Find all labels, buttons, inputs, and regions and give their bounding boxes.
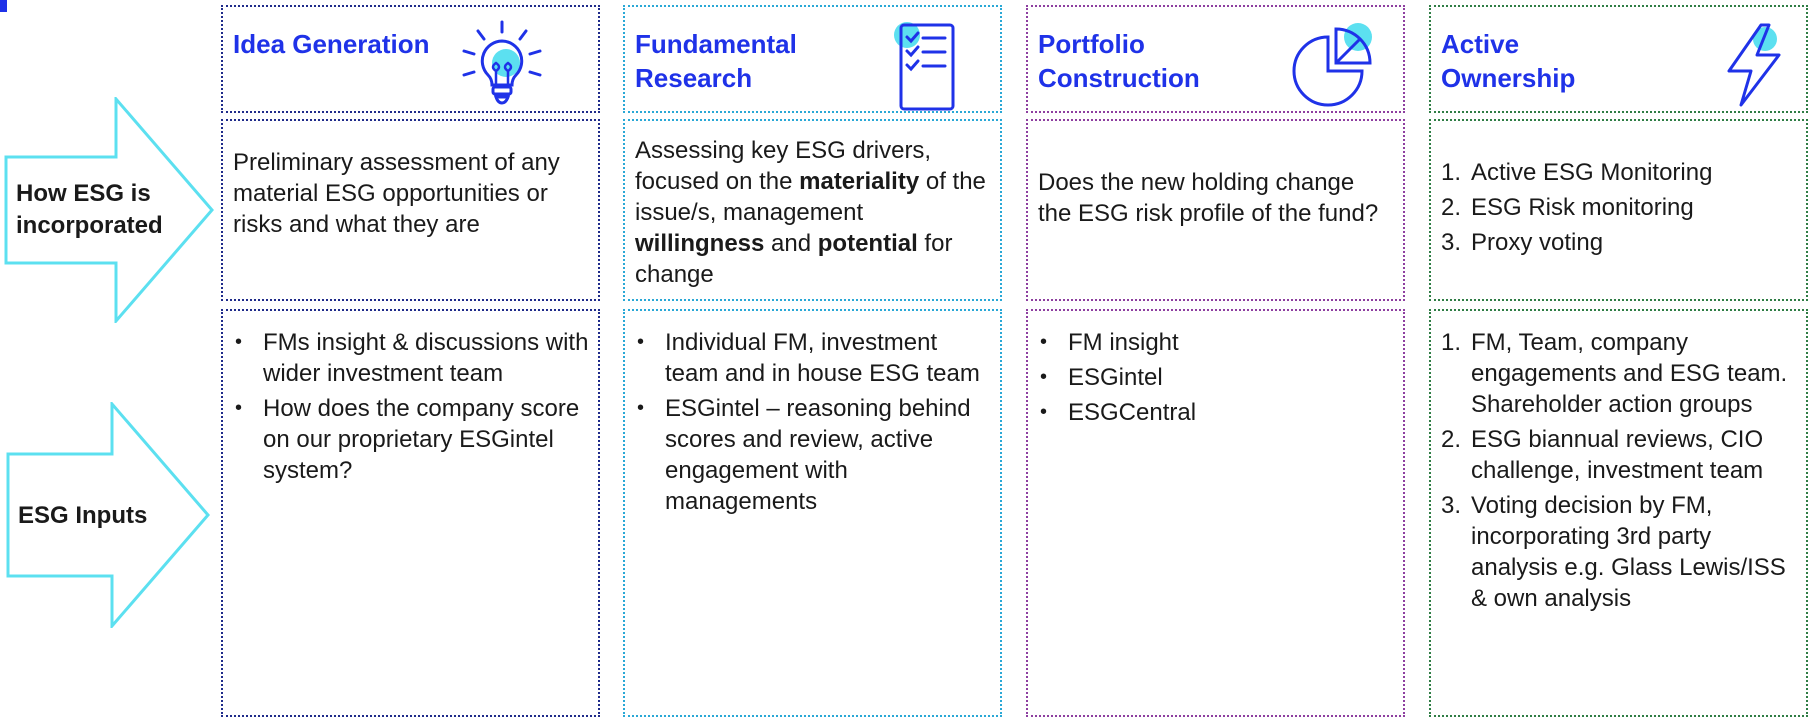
emphasis-potential: potential: [817, 230, 918, 257]
idea-generation-inputs-cell: •FMs insight & discussions with wider in…: [221, 309, 600, 717]
active-ownership-inputs-cell: 1.FM, Team, company engagements and ESG …: [1429, 309, 1808, 717]
list-item: 2.ESG Risk monitoring: [1441, 194, 1694, 221]
how-esg-label: How ESG is incorporated: [16, 180, 163, 239]
list-item: 3.Voting decision by FM, incorporating 3…: [1441, 492, 1786, 612]
list-item: 3.Proxy voting: [1441, 229, 1604, 256]
how-list: 1.Active ESG Monitoring 2.ESG Risk monit…: [1431, 157, 1800, 262]
list-item: •FMs insight & discussions with wider in…: [235, 329, 589, 387]
list-item: •ESGCentral: [1040, 399, 1197, 426]
pie-chart-icon: [1292, 23, 1372, 107]
list-item: 2.ESG biannual reviews, CIO challenge, i…: [1441, 426, 1764, 484]
emphasis-willingness: willingness: [635, 230, 765, 257]
emphasis-materiality: materiality: [799, 168, 920, 195]
lightning-icon: [1727, 23, 1781, 107]
fundamental-research-how-cell: Assessing key ESG drivers, focused on th…: [623, 119, 1002, 301]
how-text: Preliminary assessment of any material E…: [233, 149, 560, 238]
how-text: Does the new holding change the ESG risk…: [1038, 169, 1379, 227]
portfolio-construction-how-cell: Does the new holding change the ESG risk…: [1026, 119, 1405, 301]
inputs-list: •FM insight •ESGintel •ESGCentral: [1028, 327, 1397, 432]
stage-title: Fundamental Research: [635, 29, 797, 93]
list-item: •How does the company score on our propr…: [235, 395, 580, 484]
inputs-list: •Individual FM, investment team and in h…: [625, 327, 994, 521]
list-item: 1.FM, Team, company engagements and ESG …: [1441, 329, 1788, 418]
idea-generation-how-cell: Preliminary assessment of any material E…: [221, 119, 600, 301]
list-item: •ESGintel: [1040, 364, 1163, 391]
list-item: •ESGintel – reasoning behind scores and …: [637, 395, 971, 515]
idea-generation-header: Idea Generation: [221, 5, 600, 113]
active-ownership-header: Active Ownership: [1429, 5, 1808, 113]
how-esg-arrow: [4, 97, 214, 323]
stage-title: Active Ownership: [1441, 29, 1576, 93]
portfolio-construction-header: Portfolio Construction: [1026, 5, 1405, 113]
list-item: •FM insight: [1040, 329, 1179, 356]
fundamental-research-header: Fundamental Research: [623, 5, 1002, 113]
corner-accent: [0, 0, 7, 12]
fundamental-research-inputs-cell: •Individual FM, investment team and in h…: [623, 309, 1002, 717]
lightbulb-icon: [462, 20, 542, 105]
active-ownership-how-cell: 1.Active ESG Monitoring 2.ESG Risk monit…: [1429, 119, 1808, 301]
esg-inputs-arrow: [6, 402, 210, 628]
list-item: •Individual FM, investment team and in h…: [637, 329, 980, 387]
list-item: 1.Active ESG Monitoring: [1441, 159, 1713, 186]
portfolio-construction-inputs-cell: •FM insight •ESGintel •ESGCentral: [1026, 309, 1405, 717]
stage-title: Idea Generation: [233, 29, 430, 59]
inputs-list: 1.FM, Team, company engagements and ESG …: [1431, 327, 1800, 618]
checklist-icon: [894, 22, 955, 111]
esg-inputs-label: ESG Inputs: [18, 502, 148, 529]
how-text: Assessing key ESG drivers, focused on th…: [635, 137, 986, 288]
inputs-list: •FMs insight & discussions with wider in…: [223, 327, 592, 490]
stage-title: Portfolio Construction: [1038, 29, 1200, 93]
